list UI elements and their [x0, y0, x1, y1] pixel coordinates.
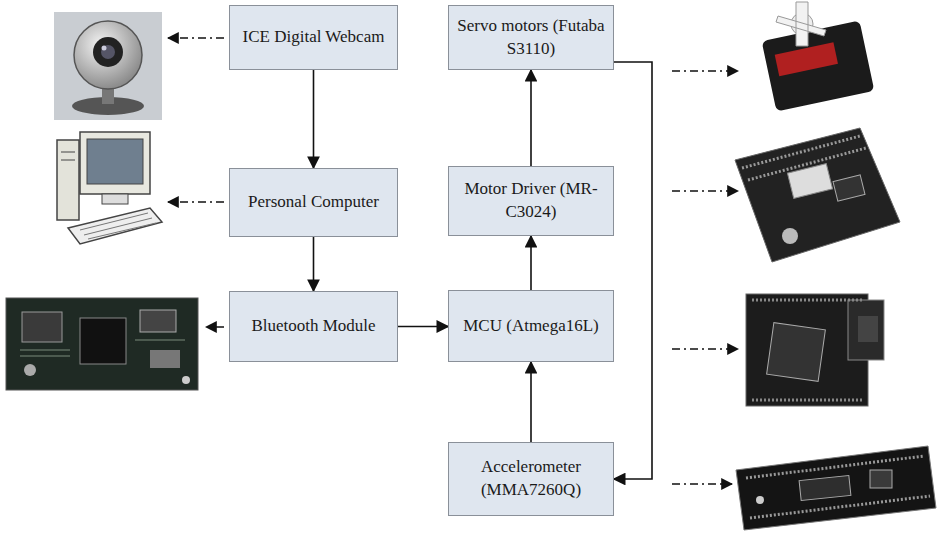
flow-arrow	[313, 70, 315, 168]
servo-picture	[762, 2, 875, 112]
computer-picture	[57, 132, 162, 244]
process-box: Bluetooth Module	[229, 291, 398, 362]
process-box: Motor Driver (MR-C3024)	[448, 166, 614, 236]
process-box: Accelerometer (MMA7260Q)	[448, 442, 614, 516]
webcam-picture	[54, 12, 162, 120]
bluetooth-board-picture	[6, 298, 198, 390]
box-label: MCU (Atmega16L)	[463, 315, 599, 338]
flow-arrow	[530, 236, 532, 290]
process-box: MCU (Atmega16L)	[448, 290, 614, 362]
box-label: Bluetooth Module	[251, 315, 375, 338]
picture-pointer	[168, 38, 738, 484]
motor-driver-board-picture	[735, 128, 900, 262]
flow-arrow	[530, 362, 532, 442]
process-box: Servo motors (Futaba S3110)	[448, 5, 614, 70]
box-label: Accelerometer (MMA7260Q)	[457, 456, 605, 502]
box-label: Personal Computer	[248, 191, 379, 214]
flow-arrow	[398, 326, 448, 328]
flow-arrow	[313, 237, 315, 291]
process-box: Personal Computer	[229, 168, 398, 237]
flow-arrow	[530, 70, 532, 166]
box-label: Motor Driver (MR-C3024)	[457, 178, 605, 224]
accelerometer-board-picture	[736, 446, 936, 530]
box-label: Servo motors (Futaba S3110)	[457, 15, 605, 61]
flow-arrow	[614, 62, 652, 479]
mcu-board-picture	[746, 294, 884, 406]
box-label: ICE Digital Webcam	[243, 26, 385, 49]
process-box: ICE Digital Webcam	[229, 5, 398, 70]
